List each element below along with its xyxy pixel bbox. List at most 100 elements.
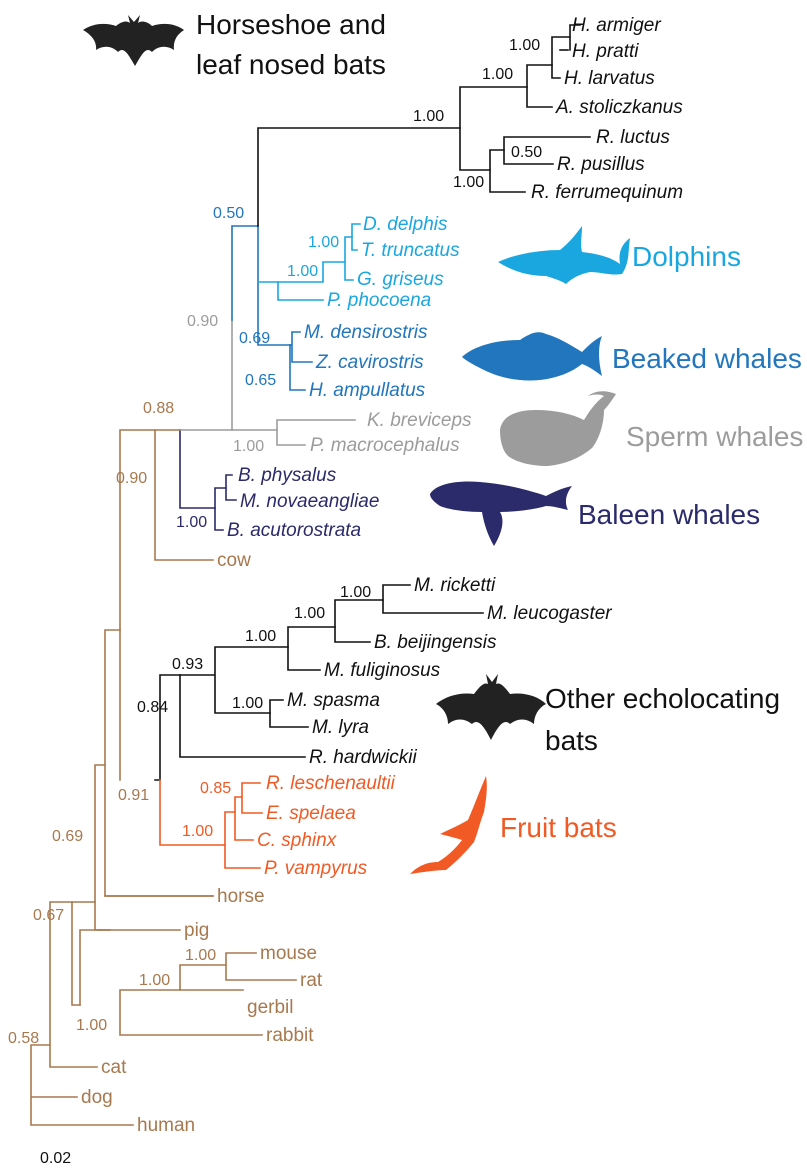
scale-bar-label: 0.02 xyxy=(40,1150,71,1167)
tip-h-pratti: H. pratti xyxy=(572,41,639,62)
tip-r-luctus: R. luctus xyxy=(596,127,670,148)
support-beaked: 0.65 xyxy=(245,372,276,389)
tip-horse: horse xyxy=(217,886,265,907)
tip-d-delphis: D. delphis xyxy=(363,214,448,235)
dolphin-tips: D. delphis T. truncatus G. griseus P. ph… xyxy=(327,214,460,311)
beaked-whale-branches xyxy=(232,226,312,390)
support-pig-clade: 0.67 xyxy=(33,907,64,924)
tip-c-sphinx: C. sphinx xyxy=(257,830,338,851)
support-yangochiroptera: 0.93 xyxy=(172,656,203,673)
tip-m-densirostris: M. densirostris xyxy=(304,322,428,343)
support-vespertilionidae: 1.00 xyxy=(245,628,276,645)
tip-k-breviceps: K. breviceps xyxy=(367,410,472,431)
tip-p-macrocephalus: P. macrocephalus xyxy=(310,435,460,456)
support-sperm: 1.00 xyxy=(233,438,264,455)
support-rhinolophus: 1.00 xyxy=(453,174,484,191)
group-label-sperm-whales: Sperm whales xyxy=(626,421,803,452)
tip-mouse: mouse xyxy=(260,943,317,964)
group-label-other-bats-line1: Other echolocating xyxy=(545,683,780,714)
tip-b-physalus: B. physalus xyxy=(238,465,337,486)
support-values-baleen: 1.00 xyxy=(176,514,207,531)
beaked-whale-icon xyxy=(462,332,602,380)
tip-r-pusillus: R. pusillus xyxy=(557,154,645,175)
group-label-horseshoe-line1: Horseshoe and xyxy=(196,9,386,40)
group-label-horseshoe-line2: leaf nosed bats xyxy=(196,49,386,80)
tip-cow: cow xyxy=(217,550,251,571)
group-label-other-bats-line2: bats xyxy=(545,725,598,756)
tip-human: human xyxy=(137,1115,195,1136)
sperm-whale-icon xyxy=(500,391,616,466)
support-h-armiger-pratti: 1.00 xyxy=(509,37,540,54)
tip-cat: cat xyxy=(101,1057,127,1078)
tip-gerbil: gerbil xyxy=(247,997,293,1018)
support-glires: 1.00 xyxy=(76,1017,107,1034)
tip-m-novaeangliae: M. novaeangliae xyxy=(240,491,379,512)
fruit-bat-tips: R. leschenaultii E. spelaea C. sphinx P.… xyxy=(257,773,396,879)
support-fruit-bats: 1.00 xyxy=(182,823,213,840)
tip-r-hardwickii: R. hardwickii xyxy=(309,747,417,768)
support-murinae: 1.00 xyxy=(139,972,170,989)
support-horse-clade: 0.69 xyxy=(52,828,83,845)
tip-z-cavirostris: Z. cavirostris xyxy=(315,352,424,373)
tip-a-stoliczkanus: A. stoliczkanus xyxy=(555,97,683,118)
support-fruit-inner: 0.85 xyxy=(200,780,231,797)
tip-h-armiger: H. armiger xyxy=(572,15,661,36)
tip-t-truncatus: T. truncatus xyxy=(361,240,460,261)
support-cow-clade: 0.90 xyxy=(116,470,147,487)
support-values-beaked: 0.50 0.69 0.65 xyxy=(213,205,276,389)
group-label-dolphins: Dolphins xyxy=(632,241,741,272)
support-bats-all: 0.91 xyxy=(118,787,149,804)
support-values-dolphins: 1.00 1.00 xyxy=(287,234,339,280)
tip-g-griseus: G. griseus xyxy=(357,269,444,290)
support-megaderma: 1.00 xyxy=(232,695,263,712)
group-label-baleen-whales: Baleen whales xyxy=(578,499,760,530)
dolphin-icon xyxy=(498,226,630,284)
tip-m-lyra: M. lyra xyxy=(312,717,369,738)
tip-dog: dog xyxy=(81,1087,113,1108)
support-other-bats: 0.84 xyxy=(137,699,168,716)
support-values-outgroup: 0.88 0.90 0.91 0.69 0.67 1.00 1.00 1.00 … xyxy=(8,400,216,1047)
tip-r-leschenaultii: R. leschenaultii xyxy=(266,773,396,794)
support-myotis: 1.00 xyxy=(294,605,325,622)
support-m-ricketti-leucogaster: 1.00 xyxy=(340,584,371,601)
tip-m-spasma: M. spasma xyxy=(287,690,380,711)
horseshoe-bat-tips: H. armiger H. pratti H. larvatus A. stol… xyxy=(531,15,683,203)
beaked-whale-tips: M. densirostris Z. cavirostris H. ampull… xyxy=(304,322,428,401)
support-odontocetes-core: 0.69 xyxy=(239,330,270,347)
support-horseshoe-leafnosed: 1.00 xyxy=(413,108,444,125)
support-mouse-rat: 1.00 xyxy=(185,947,216,964)
tip-m-leucogaster: M. leucogaster xyxy=(487,603,612,624)
scale-bar: 0.02 xyxy=(40,1150,71,1167)
group-label-fruit-bats: Fruit bats xyxy=(500,812,617,843)
baleen-whale-tips: B. physalus M. novaeangliae B. acutorost… xyxy=(227,465,379,541)
sperm-whale-tips: K. breviceps P. macrocephalus xyxy=(310,410,472,456)
support-cetaceans: 0.88 xyxy=(143,400,174,417)
tip-m-fuliginosus: M. fuliginosus xyxy=(324,660,441,681)
other-bat-icon xyxy=(436,674,546,740)
tip-p-vampyrus: P. vampyrus xyxy=(264,858,368,879)
tip-b-beijingensis: B. beijingensis xyxy=(374,632,497,653)
tip-p-phocoena: P. phocoena xyxy=(327,290,431,311)
support-d-delphis-truncatus: 1.00 xyxy=(308,234,339,251)
support-values-black: 1.00 1.00 1.00 0.50 1.00 1.00 1.00 1.00 … xyxy=(137,37,542,716)
fruit-bat-icon xyxy=(410,776,487,874)
tip-rat: rat xyxy=(300,970,323,991)
tip-h-larvatus: H. larvatus xyxy=(564,68,655,89)
tip-h-ampullatus: H. ampullatus xyxy=(309,380,426,401)
tip-r-ferrumequinum: R. ferrumequinum xyxy=(531,182,683,203)
support-baleen: 1.00 xyxy=(176,514,207,531)
tip-rabbit: rabbit xyxy=(266,1025,314,1046)
tip-m-ricketti: M. ricketti xyxy=(414,575,496,596)
support-bats-odontocetes: 0.50 xyxy=(213,205,244,222)
humpback-whale-icon xyxy=(430,482,572,547)
support-values-fruit: 0.85 1.00 xyxy=(182,780,231,840)
support-hipposideridae: 1.00 xyxy=(482,66,513,83)
support-odontocetes: 0.90 xyxy=(187,313,218,330)
tip-b-acutorostrata: B. acutorostrata xyxy=(227,520,361,541)
group-label-beaked-whales: Beaked whales xyxy=(612,343,802,374)
support-r-pusillus-luctus: 0.50 xyxy=(511,144,542,161)
tip-e-spelaea: E. spelaea xyxy=(266,803,356,824)
horseshoe-bat-icon xyxy=(83,15,184,66)
support-root-clade: 0.58 xyxy=(8,1030,39,1047)
